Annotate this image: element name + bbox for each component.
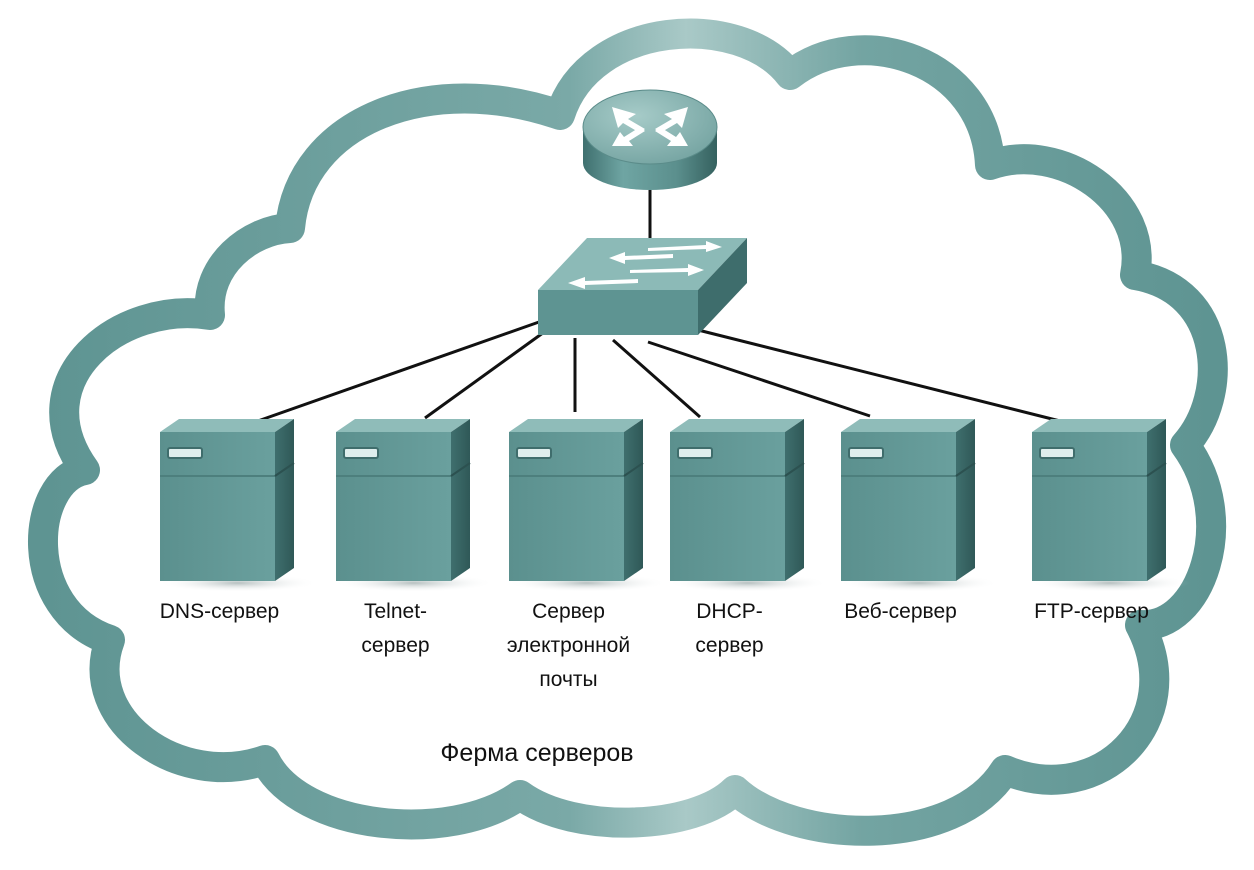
server-icon (1029, 419, 1190, 592)
link-telnet (424, 328, 548, 420)
server-farm-caption: Ферма серверов (440, 739, 633, 767)
switch-icon (538, 238, 747, 335)
server-icon (157, 419, 318, 592)
link-web (647, 340, 871, 418)
label-dns-server: DNS-сервер (160, 600, 279, 623)
server-row (157, 419, 1190, 592)
server-icon (333, 419, 494, 592)
cloud-outline (27, 18, 1228, 846)
server-links (254, 320, 1069, 425)
label-web-server: Веб-сервер (844, 600, 957, 623)
link-dhcp (612, 338, 701, 419)
server-icon (838, 419, 999, 592)
label-dhcp-server: DHCP-сервер (695, 600, 763, 657)
server-icon (506, 419, 667, 592)
label-ftp-server: FTP-сервер (1034, 600, 1149, 623)
router-icon (582, 89, 718, 190)
link-dns (254, 320, 540, 424)
label-telnet-server: Telnet-сервер (361, 600, 429, 657)
server-icon (667, 419, 828, 592)
link-ftp (697, 328, 1069, 425)
